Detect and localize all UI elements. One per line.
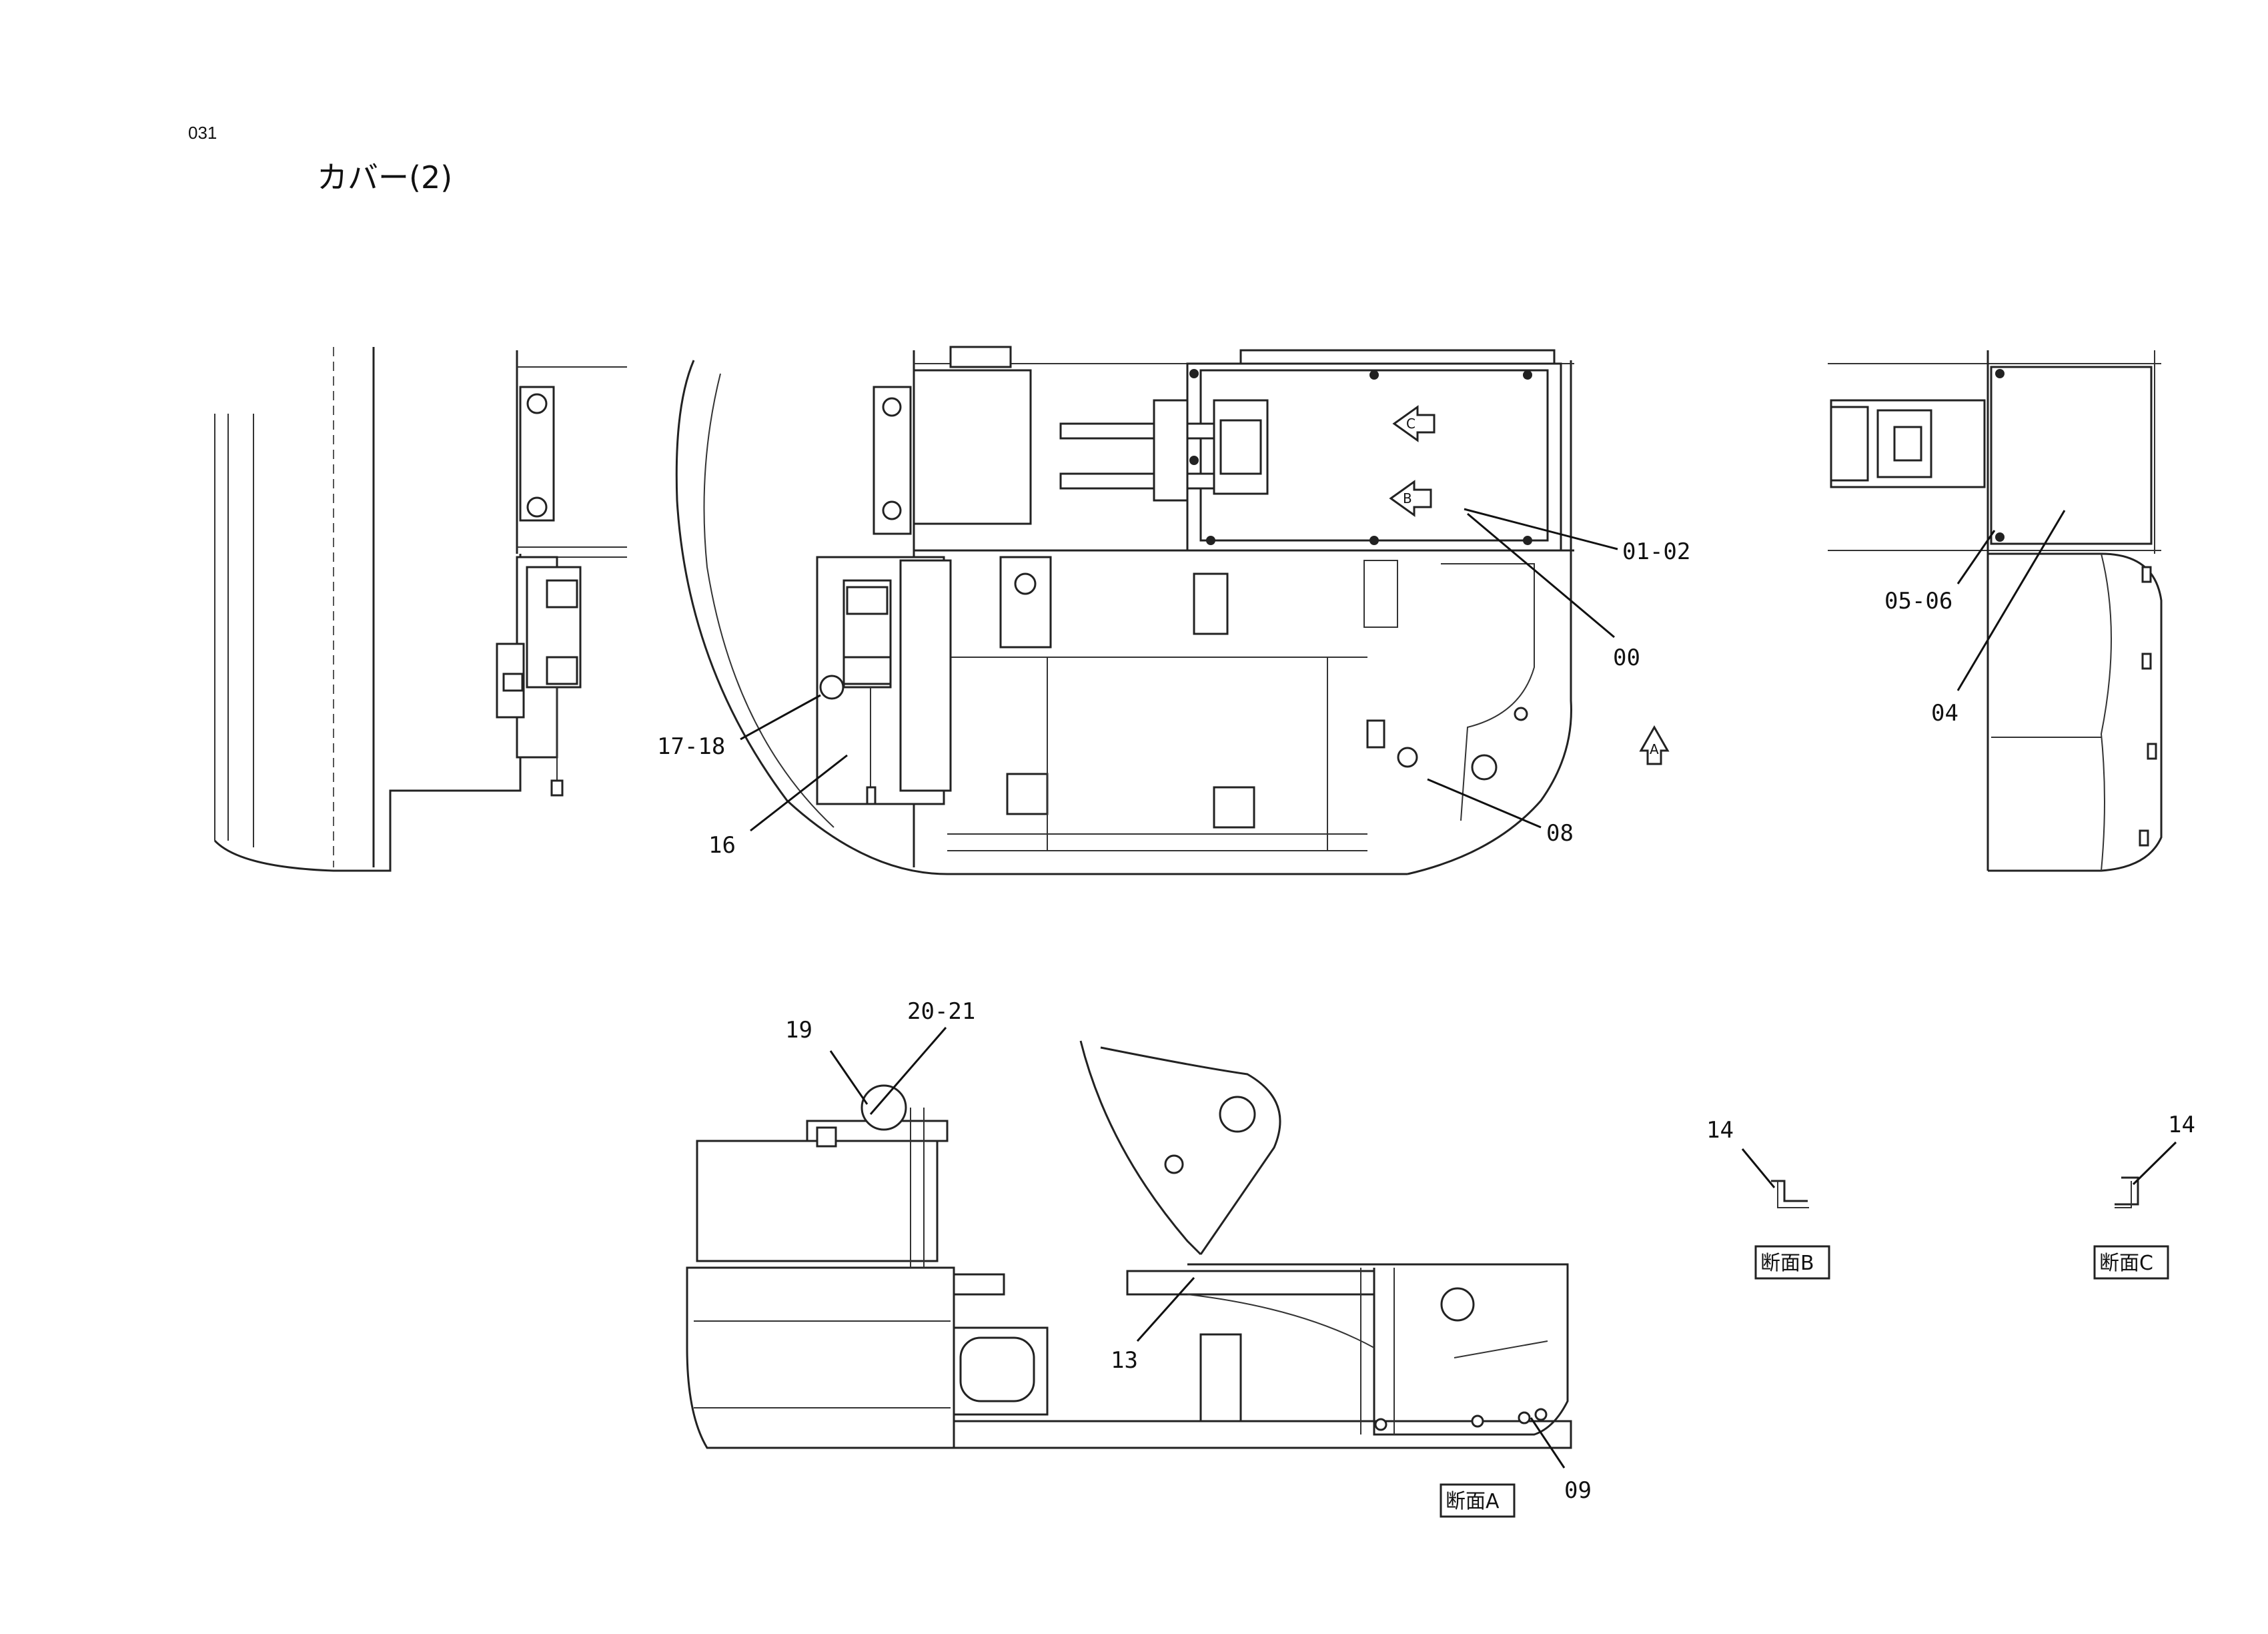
leader-lines bbox=[740, 508, 2177, 1469]
label-13: 13 bbox=[1111, 1347, 1138, 1374]
label-09: 09 bbox=[1564, 1477, 1592, 1504]
label-14-section-c: 14 bbox=[2168, 1112, 2195, 1138]
label-20-21: 20-21 bbox=[907, 998, 975, 1025]
section-a-view bbox=[686, 1040, 1572, 1449]
label-16: 16 bbox=[708, 832, 736, 859]
section-tag-a: 断面A bbox=[1440, 1483, 1516, 1518]
svg-text:断面B: 断面B bbox=[1760, 1252, 1814, 1275]
view-marker-a: A bbox=[1639, 725, 1670, 765]
label-14-section-b: 14 bbox=[1706, 1117, 1734, 1144]
view-marker-b: B bbox=[1389, 480, 1432, 517]
label-00: 00 bbox=[1613, 645, 1640, 671]
section-tag-b: 断面B bbox=[1754, 1245, 1830, 1280]
svg-text:断面C: 断面C bbox=[2099, 1252, 2153, 1275]
svg-text:C: C bbox=[1406, 416, 1415, 432]
label-19: 19 bbox=[785, 1017, 812, 1044]
label-17-18: 17-18 bbox=[657, 733, 725, 760]
section-b-detail bbox=[1771, 1180, 1809, 1208]
label-05-06: 05-06 bbox=[1884, 588, 1952, 615]
view-marker-c: C bbox=[1392, 405, 1436, 442]
label-04: 04 bbox=[1931, 700, 1958, 727]
svg-text:断面A: 断面A bbox=[1446, 1490, 1500, 1513]
section-c-detail bbox=[2115, 1176, 2139, 1208]
section-tag-c: 断面C bbox=[2093, 1245, 2169, 1280]
left-side-view bbox=[213, 347, 627, 872]
label-01-02: 01-02 bbox=[1622, 538, 1690, 565]
main-top-view bbox=[675, 346, 1574, 875]
svg-text:B: B bbox=[1403, 490, 1412, 506]
page-number: 031 bbox=[188, 123, 217, 143]
label-08: 08 bbox=[1546, 820, 1574, 847]
page-title: カバー(2) bbox=[317, 159, 452, 195]
right-side-view bbox=[1828, 350, 2163, 872]
svg-text:A: A bbox=[1650, 741, 1659, 757]
